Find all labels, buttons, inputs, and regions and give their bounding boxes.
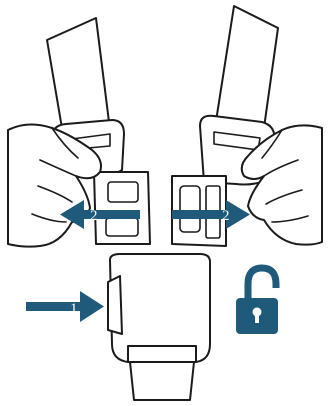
- buckle-housing: [109, 253, 211, 363]
- left-tongue-window-top: [107, 181, 139, 203]
- step-2-label-left: 2: [90, 208, 98, 224]
- right-tongue-window: [179, 185, 201, 233]
- step-2-label-right: 2: [222, 208, 230, 224]
- release-button: [107, 275, 123, 335]
- pull-arrow-right: 2: [172, 200, 250, 229]
- push-arrow: 1: [26, 291, 104, 322]
- right-hand: [240, 124, 323, 246]
- buckle-webbing: [129, 361, 195, 401]
- pull-arrow-left: 2: [60, 200, 140, 229]
- unlocked-padlock-icon: [236, 264, 280, 334]
- buckle-strap: [127, 345, 197, 363]
- buckle-assembly: [107, 253, 211, 401]
- step-1-label: 1: [70, 301, 78, 317]
